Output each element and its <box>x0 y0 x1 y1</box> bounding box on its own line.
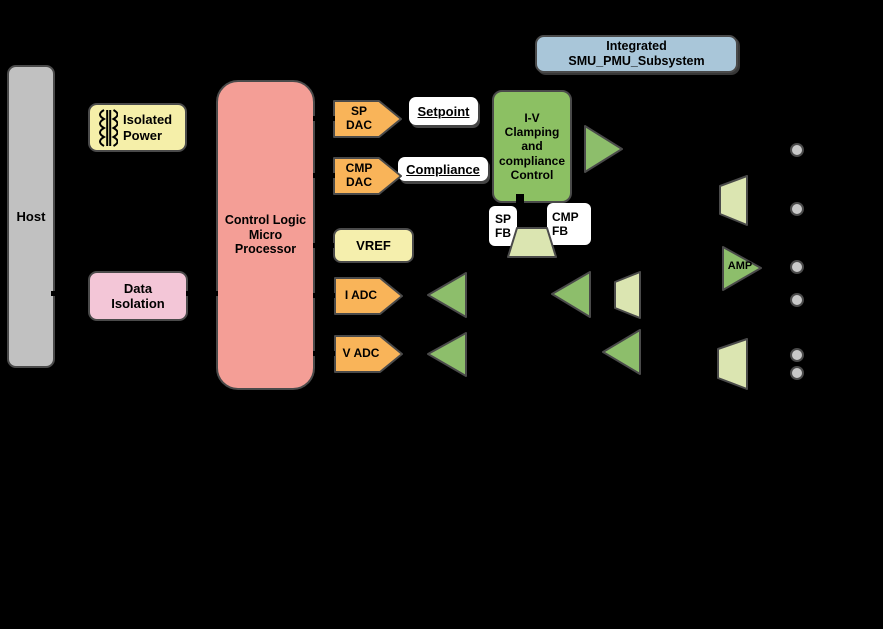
i-adc-shape <box>334 277 403 315</box>
v-adc-label: V ADC <box>342 346 380 361</box>
i-adc-label: I ADC <box>344 288 378 303</box>
transformer-icon <box>96 92 118 163</box>
data-isolation-label: Data Isolation <box>111 280 165 311</box>
compliance-callout: Compliance <box>398 157 488 181</box>
subsystem-title-label: Integrated SMU_PMU_Subsystem <box>568 39 705 68</box>
isolated-power-block: Isolated Power <box>88 103 187 152</box>
v-adc-input-amp-icon <box>427 332 467 377</box>
amp-label: AMP <box>727 259 753 272</box>
i-buffer-icon <box>614 271 641 319</box>
output-pin-2 <box>790 202 804 216</box>
iv-clamping-control-block: I-V Clamping and compliance Control <box>492 90 572 203</box>
iv-clamping-control-label: I-V Clamping and compliance Control <box>498 111 566 182</box>
connector-nub <box>330 293 335 298</box>
setpoint-label: Setpoint <box>417 103 470 119</box>
subsystem-title-block: Integrated SMU_PMU_Subsystem <box>535 35 738 73</box>
compliance-label: Compliance <box>406 161 480 177</box>
data-isolation-block: Data Isolation <box>88 271 188 321</box>
connector-nub <box>330 173 335 178</box>
sp-dac-shape <box>333 100 402 138</box>
control-logic-label: Control Logic Micro Processor <box>224 212 307 257</box>
connector-nub <box>330 351 335 356</box>
sp-feedback-label-box: SP FB <box>489 206 517 246</box>
isolated-power-label: Isolated Power <box>123 112 173 143</box>
output-pin-1 <box>790 143 804 157</box>
vref-block: VREF <box>333 228 414 263</box>
i-sense-amp-icon <box>551 271 591 318</box>
host-label: Host <box>16 208 46 224</box>
v-buffer-icon <box>717 338 748 390</box>
i-adc-input-amp-icon <box>427 272 467 318</box>
output-pin-6 <box>790 366 804 380</box>
host-block: Host <box>7 65 55 368</box>
output-pin-3 <box>790 260 804 274</box>
setpoint-callout: Setpoint <box>409 97 478 125</box>
sp-dac-label: SP DAC <box>346 104 372 132</box>
cmp-dac-shape <box>333 157 402 195</box>
top-buffer-icon <box>719 175 748 226</box>
v-adc-shape <box>334 335 403 373</box>
output-pin-5 <box>790 348 804 362</box>
amp-triangle-icon <box>722 246 762 291</box>
iv-output-amp-icon <box>584 125 623 173</box>
connector-nub <box>330 116 335 121</box>
vref-label: VREF <box>356 237 391 253</box>
control-logic-block: Control Logic Micro Processor <box>216 80 315 390</box>
v-sense-amp-icon <box>602 329 641 375</box>
sp-feedback-label: SP FB <box>494 211 511 240</box>
cmp-feedback-label: CMP FB <box>552 209 579 238</box>
cmp-feedback-label-box: CMP FB <box>547 203 591 245</box>
output-pin-4 <box>790 293 804 307</box>
cmp-dac-label: CMP DAC <box>345 161 373 189</box>
